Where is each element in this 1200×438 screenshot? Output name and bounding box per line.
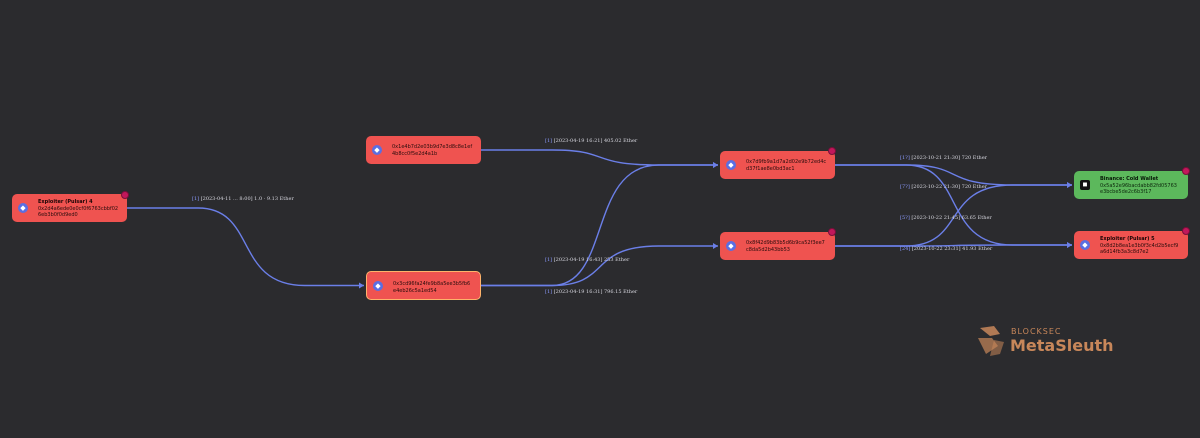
binance-icon: ◼ [1080,180,1090,190]
edge-label[interactable]: [1] [2023-04-19 16:31] 796.15 Ether [545,289,638,295]
edge-arrow [713,162,718,168]
edge-label[interactable]: [1] [2023-04-19 16:21] 405.02 Ether [545,138,638,144]
edge-label[interactable]: [1?] [2023-10-21 21:30] 720 Ether [900,155,988,161]
node-binance-cold-wallet[interactable]: ◼ Binance: Cold Wallet 0x5a52e96bacdabb8… [1074,171,1188,199]
node-title: Exploiter (Pulsar) 5 [1100,236,1155,242]
ethereum-icon: ◆ [726,241,736,251]
edge-arrow [713,243,718,249]
logo-brand-small: BLOCKSEC [1011,327,1062,336]
node-address: 0x8f42d9b83b5d6b9ca52f3ee7c8da5d2b43bb53 [746,240,825,253]
edge-arrow [1067,182,1072,188]
node-marker [1182,167,1190,175]
edge-label[interactable]: [1] [2023-04-19 16:43] 253 Ether [545,257,630,263]
edge-n5-n7[interactable] [835,244,1072,247]
node-marker [828,147,836,155]
node-exploiter-4[interactable]: ◆ Exploiter (Pulsar) 4 0x2d4a6ede0e0cf0f… [12,194,127,222]
ethereum-icon: ◆ [726,160,736,170]
node-address-5[interactable]: ◆ 0x8f42d9b83b5d6b9ca52f3ee7c8da5d2b43bb… [720,232,835,260]
edge-n2-n4[interactable] [481,149,718,166]
edge-n3-n5[interactable] [481,245,718,287]
edge-n1-n3[interactable] [127,207,364,287]
ethereum-icon: ◆ [1080,240,1090,250]
node-title: Exploiter (Pulsar) 4 [38,199,93,205]
node-title: Binance: Cold Wallet [1100,176,1159,182]
node-address: 0x1e4b7d2e03b9d7e3d8c8e1ef4b8cc0f5e2d4a1… [392,144,473,157]
edge-arrow [359,282,364,289]
node-address: 0x3cd96fa24fe9b8a5ee3b5fb6e4eb26c5a1ed54 [393,281,471,294]
metasleuth-logo-icon [978,326,1004,356]
edge-n4-n6[interactable] [835,164,1072,186]
edge-label[interactable]: [7?] [2023-10-22 21:30] 720 Ether [900,184,988,190]
node-marker [121,191,129,199]
node-marker [1182,227,1190,235]
ethereum-icon: ◆ [372,145,382,155]
node-exploiter-5[interactable]: ◆ Exploiter (Pulsar) 5 0x8d2b8ea1e3b0f3c… [1074,231,1188,259]
node-marker [828,228,836,236]
node-address: 0x7d9fb9a1d7a2d02e9b72ed4cd37f1ae8e0bd3a… [746,159,827,172]
edge-n5-n6[interactable] [835,184,1072,247]
node-address: 0x8d2b8ea1e3b0f3c4d2b5ecf9a6d14fb3a3c8d7… [1100,242,1179,256]
node-address: 0x2d4a6ede0e0cf0f6763cbbf026eb3b0f0d9ed0 [38,205,119,219]
ethereum-icon: ◆ [18,203,28,213]
edge-label[interactable]: [5?] [2023-10-22 21:45] 63.65 Ether [900,215,992,221]
edge-n3-n4[interactable] [481,164,718,287]
edge-n4-n7[interactable] [835,164,1072,246]
edge-label[interactable]: [24] [2023-10-22 23:31] 41.93 Ether [900,246,993,252]
logo-brand-big: MetaSleuth [1010,336,1114,355]
edge-arrow [1067,242,1072,248]
node-address-4[interactable]: ◆ 0x7d9fb9a1d7a2d02e9b72ed4cd37f1ae8e0bd… [720,151,835,179]
edge-label[interactable]: [1] [2023-04-11 ... 8:00] 1.0 · 9.13 Eth… [192,196,294,202]
ethereum-icon: ◆ [373,280,383,291]
node-address: 0x5a52e96bacdabb82fd05763e3bcbe5de2c6b3f… [1100,182,1177,196]
metasleuth-logo: BLOCKSEC MetaSleuth [976,322,1114,362]
edge-layer [127,149,1072,289]
node-address-3[interactable]: ◆ 0x3cd96fa24fe9b8a5ee3b5fb6e4eb26c5a1ed… [366,271,481,300]
node-address-2[interactable]: ◆ 0x1e4b7d2e03b9d7e3d8c8e1ef4b8cc0f5e2d4… [366,136,481,164]
